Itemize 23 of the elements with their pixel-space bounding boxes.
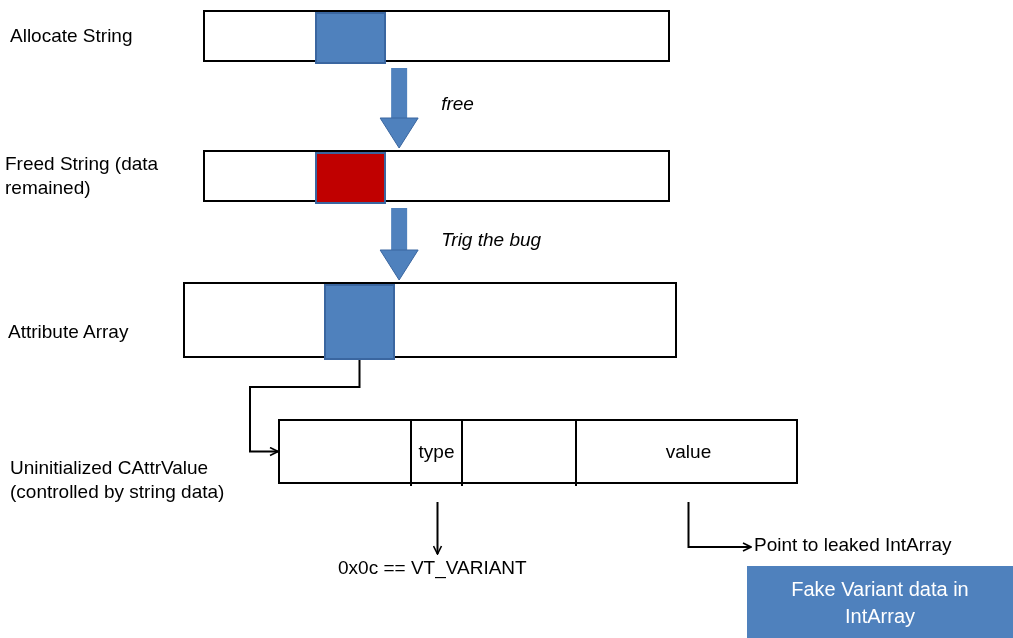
field-cell: value xyxy=(577,421,800,486)
field-cell: type xyxy=(412,421,463,486)
row-label: Freed String (data remained) xyxy=(5,152,160,200)
edge-label: Trig the bug xyxy=(441,228,542,252)
data-card: Fake Variant data in IntArray xyxy=(747,566,1013,638)
memory-block xyxy=(324,284,395,360)
row-label: Uninitialized CAttrValue (controlled by string data) xyxy=(10,456,226,504)
edge-label: free xyxy=(441,92,474,116)
memory-bar xyxy=(203,10,670,62)
arrow xyxy=(249,359,361,457)
row-label: Attribute Array xyxy=(8,320,130,344)
memory-block xyxy=(315,152,386,204)
row-label: Allocate String xyxy=(10,24,134,48)
block-arrow xyxy=(379,208,419,281)
annotation-text: Point to leaked IntArray xyxy=(754,534,1009,560)
block-arrow xyxy=(379,68,419,149)
memory-bar xyxy=(183,282,677,358)
memory-block xyxy=(315,12,386,64)
annotation-text: 0x0c == VT_VARIANT xyxy=(338,557,538,583)
arrow xyxy=(687,501,752,552)
memory-bar xyxy=(278,419,798,484)
arrow xyxy=(432,501,443,555)
memory-bar xyxy=(203,150,670,202)
